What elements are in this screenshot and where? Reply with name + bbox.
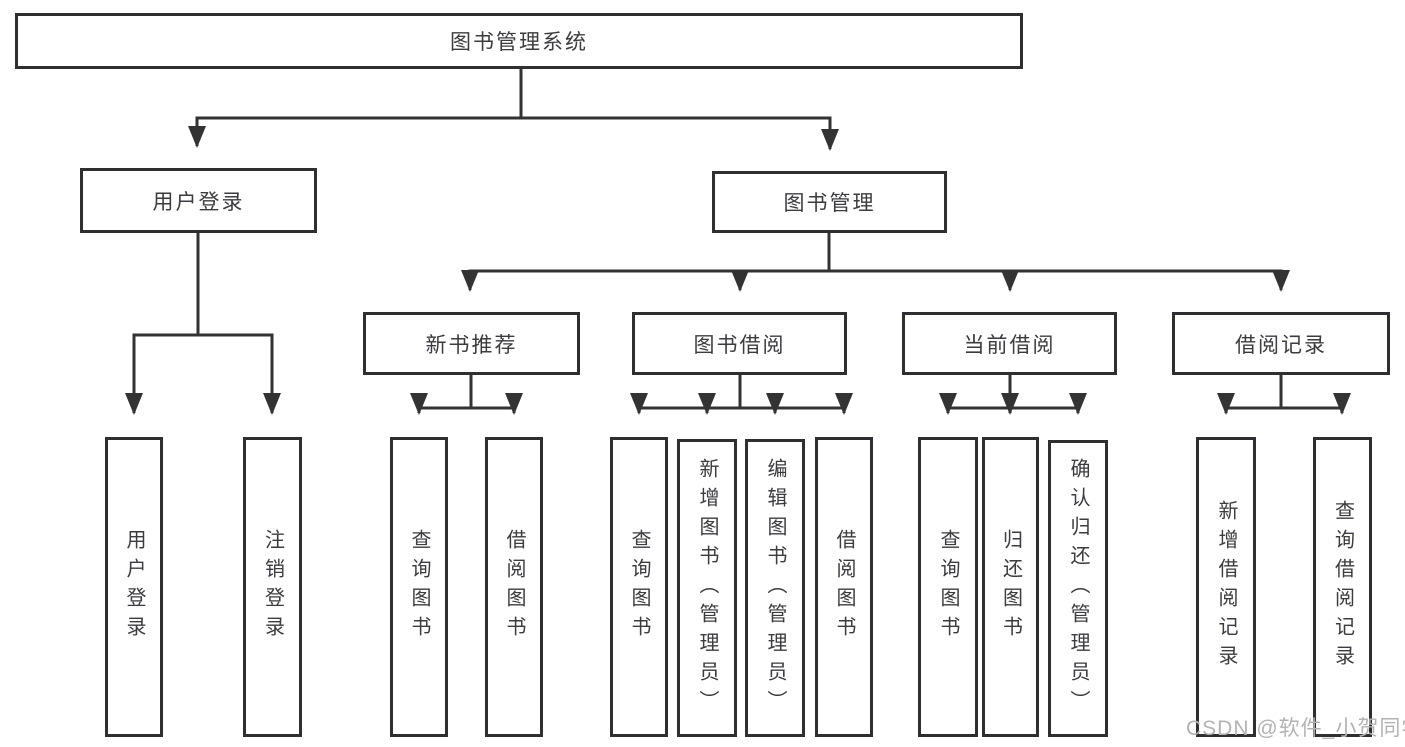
leaf-query-borrow-record: 查询借阅记录: [1313, 437, 1372, 737]
connector-new-book-recommend-to-leaves: [410, 375, 523, 415]
leaf-query-books-current-label: 查询图书: [937, 529, 959, 645]
leaf-borrow-books-recommend: 借阅图书: [485, 437, 543, 737]
node-current-borrowing: 当前借阅: [902, 312, 1117, 375]
leaf-borrow-books-borrowing: 借阅图书: [815, 437, 873, 737]
leaf-edit-books-admin-label: 编辑图书（管理员）: [764, 457, 786, 719]
connector-root-to-level1: [188, 69, 839, 151]
leaf-confirm-return-admin: 确认归还（管理员）: [1048, 440, 1108, 737]
node-book-borrowing: 图书借阅: [632, 312, 847, 375]
connector-current-borrowing-to-leaves: [939, 375, 1087, 415]
node-current-borrowing-label: 当前借阅: [963, 333, 1056, 357]
leaf-return-books-label: 归还图书: [999, 529, 1022, 645]
node-book-borrowing-label: 图书借阅: [693, 333, 786, 357]
leaf-return-books: 归还图书: [982, 437, 1039, 737]
leaf-confirm-return-admin-label: 确认归还（管理员）: [1067, 458, 1089, 719]
leaf-add-borrow-record-label: 新增借阅记录: [1215, 500, 1237, 674]
leaf-query-borrow-record-label: 查询借阅记录: [1331, 500, 1354, 674]
connector-book-management-to-level2: [461, 233, 1290, 292]
leaf-query-books-borrowing-label: 查询图书: [628, 529, 650, 645]
node-book-management-label: 图书管理: [783, 192, 876, 215]
leaf-logout: 注销登录: [243, 437, 302, 737]
watermark: CSDN @软件_小贺同学: [1186, 717, 1405, 740]
leaf-query-books-borrowing: 查询图书: [610, 437, 668, 737]
connector-user-login-to-leaves: [125, 233, 281, 415]
leaf-add-books-admin: 新增图书（管理员）: [677, 439, 737, 737]
node-borrowing-records: 借阅记录: [1172, 312, 1390, 375]
leaf-logout-label: 注销登录: [261, 529, 284, 645]
node-root: 图书管理系统: [15, 13, 1023, 69]
leaf-query-books-recommend: 查询图书: [390, 437, 448, 737]
leaf-borrow-books-borrowing-label: 借阅图书: [833, 529, 855, 645]
leaf-borrow-books-recommend-label: 借阅图书: [503, 529, 525, 645]
node-user-login: 用户登录: [80, 168, 317, 233]
leaf-query-books-current: 查询图书: [918, 437, 978, 737]
connector-book-borrowing-to-leaves: [630, 375, 853, 415]
connector-borrowing-records-to-leaves: [1217, 375, 1351, 415]
node-book-management: 图书管理: [712, 171, 947, 233]
leaf-add-borrow-record: 新增借阅记录: [1196, 437, 1256, 737]
node-root-label: 图书管理系统: [450, 31, 588, 54]
node-new-book-recommend: 新书推荐: [363, 312, 580, 375]
node-borrowing-records-label: 借阅记录: [1235, 333, 1327, 357]
leaf-edit-books-admin: 编辑图书（管理员）: [745, 439, 805, 737]
leaf-user-login: 用户登录: [105, 437, 163, 737]
leaf-add-books-admin-label: 新增图书（管理员）: [696, 457, 718, 719]
leaf-user-login-label: 用户登录: [123, 529, 145, 645]
node-user-login-label: 用户登录: [152, 190, 245, 214]
leaf-query-books-recommend-label: 查询图书: [408, 529, 430, 645]
node-new-book-recommend-label: 新书推荐: [425, 333, 518, 357]
